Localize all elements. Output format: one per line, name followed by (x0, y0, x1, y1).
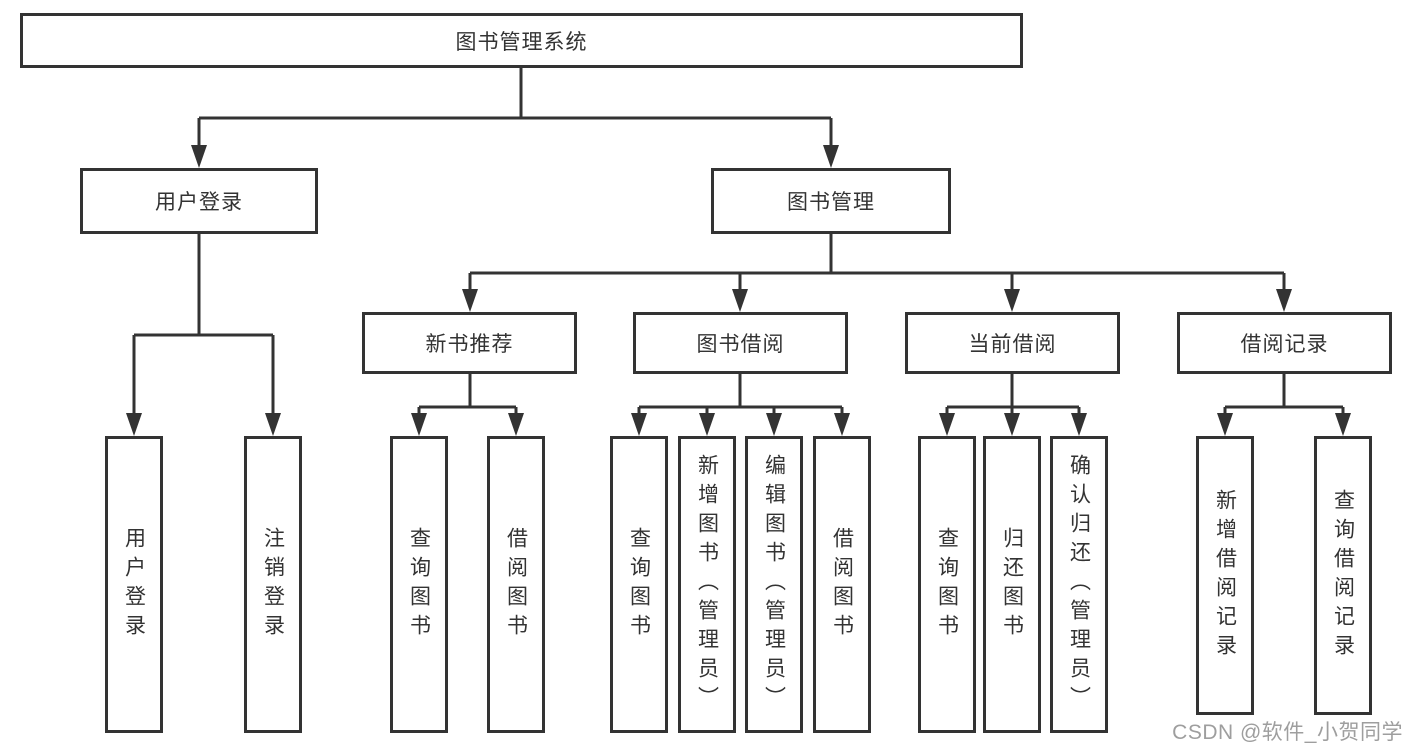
arrowhead-icon (508, 413, 524, 436)
node-root-system: 图书管理系统 (20, 13, 1023, 68)
node-borrowing-records: 借阅记录 (1177, 312, 1392, 374)
tree-edges (132, 68, 1345, 416)
leaf-logout: 注销登录 (244, 436, 302, 733)
leaf-edit-books-admin: 编辑图书（管理员） (745, 436, 803, 733)
arrowhead-icon (126, 413, 142, 436)
arrowheads (126, 145, 1351, 436)
arrowhead-icon (462, 289, 478, 312)
leaf-query-books-borrowing: 查询图书 (610, 436, 668, 733)
csdn-watermark: CSDN @软件_小贺同学 (1172, 721, 1403, 744)
leaf-user-login: 用户登录 (105, 436, 163, 733)
node-book-management: 图书管理 (711, 168, 951, 234)
leaf-borrow-books: 借阅图书 (813, 436, 871, 733)
arrowhead-icon (191, 145, 207, 168)
leaf-query-borrow-record: 查询借阅记录 (1314, 436, 1372, 715)
leaf-borrow-books-recommend: 借阅图书 (487, 436, 545, 733)
leaf-add-borrow-record: 新增借阅记录 (1196, 436, 1254, 715)
leaf-query-books-recommend: 查询图书 (390, 436, 448, 733)
node-current-borrowing: 当前借阅 (905, 312, 1120, 374)
leaf-query-books-current: 查询图书 (918, 436, 976, 733)
arrowhead-icon (1335, 413, 1351, 436)
leaf-confirm-return-admin: 确认归还（管理员） (1050, 436, 1108, 733)
arrowhead-icon (766, 413, 782, 436)
arrowhead-icon (823, 145, 839, 168)
arrowhead-icon (732, 289, 748, 312)
leaf-return-books: 归还图书 (983, 436, 1041, 733)
arrowhead-icon (1217, 413, 1233, 436)
node-user-login: 用户登录 (80, 168, 318, 234)
arrowhead-icon (411, 413, 427, 436)
arrowhead-icon (1004, 289, 1020, 312)
arrowhead-icon (1276, 289, 1292, 312)
arrowhead-icon (834, 413, 850, 436)
node-new-book-recommend: 新书推荐 (362, 312, 577, 374)
arrowhead-icon (631, 413, 647, 436)
arrowhead-icon (1071, 413, 1087, 436)
arrowhead-icon (1004, 413, 1020, 436)
arrowhead-icon (699, 413, 715, 436)
node-book-borrowing: 图书借阅 (633, 312, 848, 374)
leaf-add-books-admin: 新增图书（管理员） (678, 436, 736, 733)
arrowhead-icon (265, 413, 281, 436)
arrowhead-icon (939, 413, 955, 436)
